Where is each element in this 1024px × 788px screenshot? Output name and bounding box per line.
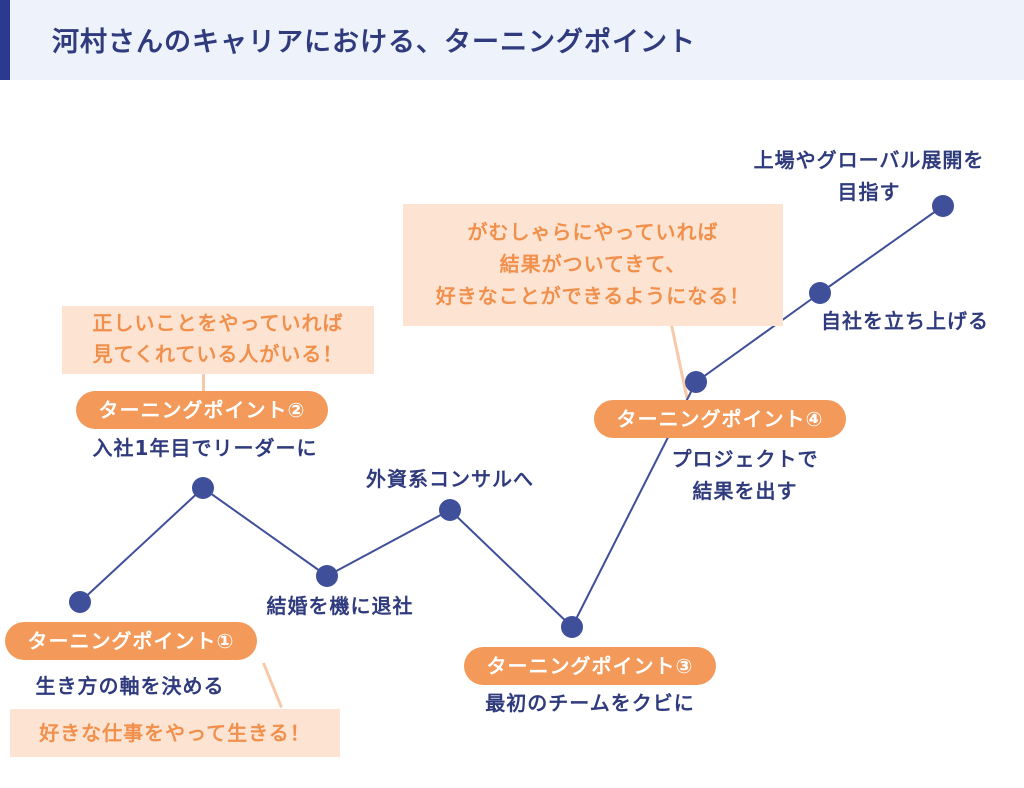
path-segment-3 xyxy=(326,509,451,577)
milestone-label-1: 生き方の軸を決める xyxy=(35,674,225,698)
header-accent-bar xyxy=(0,0,10,80)
milestone-node-1 xyxy=(69,591,91,613)
milestone-node-7 xyxy=(809,282,831,304)
message-box-2: 正しいことをやっていれば 見てくれている人がいる！ xyxy=(62,306,374,374)
turning-point-badge-3: ターニングポイント③ xyxy=(464,647,716,685)
milestone-label-2: 入社1年目でリーダーに xyxy=(92,436,318,460)
milestone-node-4 xyxy=(439,499,461,521)
path-segment-6 xyxy=(695,292,821,383)
milestone-node-8 xyxy=(932,195,954,217)
milestone-label-3: 結婚を機に退社 xyxy=(266,594,414,618)
path-segment-1 xyxy=(79,487,204,603)
milestone-node-3 xyxy=(316,565,338,587)
milestone-node-2 xyxy=(192,477,214,499)
message-connector-2 xyxy=(202,370,205,394)
milestone-node-6 xyxy=(685,371,707,393)
header: 河村さんのキャリアにおける、ターニングポイント xyxy=(0,0,1024,80)
path-segment-4 xyxy=(449,509,573,628)
milestone-node-5 xyxy=(561,616,583,638)
milestone-label-6: プロジェクトで 結果を出す xyxy=(671,447,819,503)
milestone-label-8: 上場やグローバル展開を 目指す xyxy=(753,148,985,204)
turning-point-badge-4: ターニングポイント④ xyxy=(594,400,846,438)
path-segment-2 xyxy=(202,487,328,577)
turning-point-badge-2: ターニングポイント② xyxy=(76,391,328,429)
path-segment-7 xyxy=(819,205,944,294)
milestone-label-5: 最初のチームをクビに xyxy=(485,691,695,715)
milestone-label-4: 外資系コンサルへ xyxy=(366,467,534,491)
message-box-3: がむしゃらにやっていれば 結果がついてきて、 好きなことができるようになる！ xyxy=(403,204,783,326)
message-box-1: 好きな仕事をやって生きる！ xyxy=(10,709,340,757)
page-title: 河村さんのキャリアにおける、ターニングポイント xyxy=(52,27,696,58)
turning-point-badge-1: ターニングポイント① xyxy=(5,622,257,660)
milestone-label-7: 自社を立ち上げる xyxy=(821,309,989,333)
